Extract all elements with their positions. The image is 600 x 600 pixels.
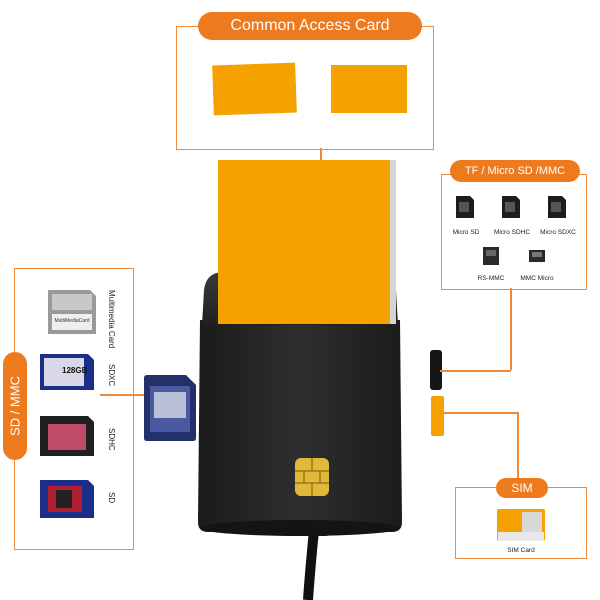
sd-item-label: Multimedia Card: [107, 290, 116, 349]
sd-connector-line: [100, 394, 144, 396]
sd-panel-title-text: SD / MMC: [7, 376, 23, 436]
micro-sdxc-card-icon: [548, 196, 566, 218]
sim-connector-line: [517, 412, 519, 478]
micro-sdhc-card-icon: [502, 196, 520, 218]
multimedia-card-icon: [48, 290, 96, 334]
sd-panel-title: SD / MMC: [3, 352, 27, 460]
inserted-sd-card: [144, 375, 196, 441]
sdxc-card-icon: [40, 354, 94, 390]
micro-sd-card-icon: [456, 196, 474, 218]
inserted-access-card: [218, 160, 396, 324]
sim-slot-indicator: [431, 396, 444, 436]
tf-item-label: Micro SD: [452, 229, 480, 236]
sim-item-label: SIM Card: [507, 547, 535, 554]
top-connector-line: [320, 148, 322, 170]
sd-item-label: SDXC: [107, 364, 116, 387]
mmc-micro-card-icon: [529, 250, 545, 262]
sd-item-label: SD: [107, 492, 116, 504]
tf-panel-title: TF / Micro SD /MMC: [450, 160, 580, 182]
cac-card-back: [331, 65, 407, 113]
common-access-card-title: Common Access Card: [198, 12, 422, 40]
sim-card-icon: [497, 509, 545, 541]
sdxc-card-text: 128GB: [62, 366, 88, 375]
tf-item-label: MMC Micro: [520, 275, 554, 282]
cac-card-front: [212, 62, 297, 116]
smart-card-chip: [295, 458, 329, 496]
tf-connector-line-h: [440, 370, 511, 372]
sim-panel-title: SIM: [496, 478, 548, 498]
tf-connector-line: [510, 288, 512, 370]
rs-mmc-card-icon: [483, 247, 499, 265]
sdhc-card-icon: [40, 416, 94, 456]
sd-item-label: SDHC: [107, 428, 116, 451]
sd-card-icon: [40, 480, 94, 518]
tf-item-label: Micro SDHC: [493, 229, 531, 236]
tf-item-label: Micro SDXC: [540, 229, 576, 236]
sim-connector-line-h: [444, 412, 518, 414]
tf-item-label: RS-MMC: [477, 275, 505, 282]
multimedia-card-text: MultiMediaCard: [54, 318, 90, 324]
